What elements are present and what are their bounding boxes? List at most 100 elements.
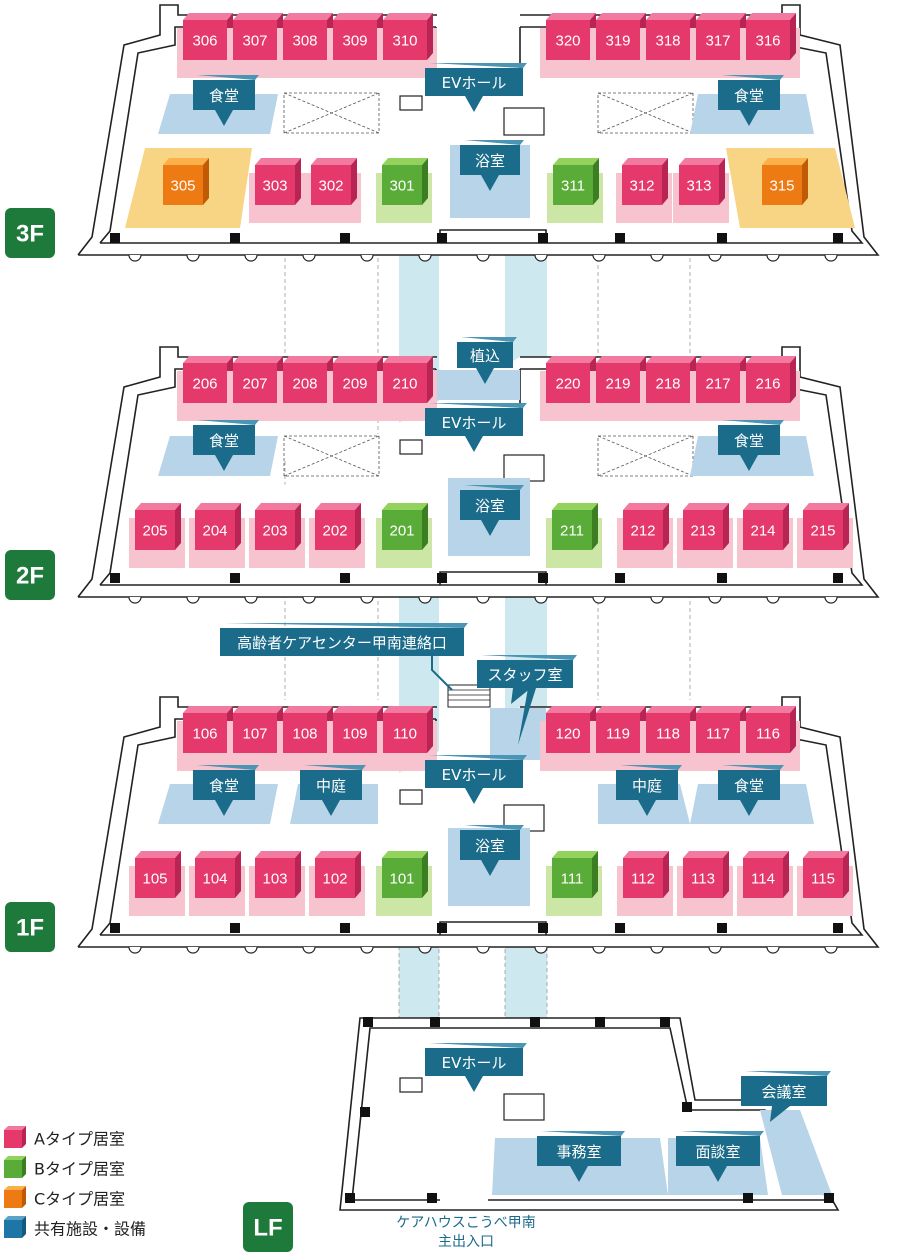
tag-top [461, 337, 517, 342]
room-top [596, 13, 646, 20]
room-top [163, 158, 209, 165]
room-side [427, 706, 433, 753]
tag-top [304, 765, 366, 770]
tag-planting: 植込 [457, 337, 517, 384]
column [360, 1107, 370, 1117]
tag-top [429, 1043, 527, 1048]
room-number: 309 [342, 33, 367, 50]
room-block [195, 510, 235, 550]
room-top [283, 356, 333, 363]
wall-scallop [766, 596, 780, 604]
legend-label: Cタイプ居室 [34, 1190, 125, 1209]
room-top [803, 503, 849, 510]
tag-label: 会議室 [761, 1083, 806, 1101]
planting-area [434, 370, 520, 400]
room-number: 116 [756, 726, 780, 743]
room-top [746, 356, 796, 363]
room-block [233, 363, 277, 403]
room-number: 210 [392, 376, 417, 393]
room-side [295, 158, 301, 205]
room-top [233, 706, 283, 713]
room-number: 320 [555, 33, 580, 50]
wall-scallop [534, 254, 548, 262]
column [437, 923, 447, 933]
tag-ev-hall: EVホール [425, 63, 527, 112]
room-number: 108 [292, 726, 317, 743]
tag-label: 浴室 [475, 152, 505, 170]
room-number: 317 [705, 33, 730, 50]
tag-label: 高齢者ケアセンター甲南連絡口 [237, 634, 447, 652]
column [538, 923, 548, 933]
tag-box [193, 80, 255, 110]
room-number: 115 [811, 871, 835, 888]
room-number: 202 [322, 523, 347, 540]
room-number: 217 [705, 376, 730, 393]
room-block [183, 363, 227, 403]
tag-label: 食堂 [734, 777, 764, 795]
wall-scallop [824, 946, 838, 954]
room-side [790, 706, 796, 753]
room-side [723, 503, 729, 550]
room-top [623, 851, 669, 858]
room-top [696, 13, 746, 20]
room-block [646, 20, 690, 60]
wall-scallop [186, 254, 200, 262]
room-number: 117 [706, 726, 730, 743]
legend-swatch-side [22, 1216, 26, 1238]
room-block [283, 363, 327, 403]
tag-box [425, 760, 523, 788]
legend-swatch-side [22, 1156, 26, 1178]
tag-box [460, 145, 520, 175]
tag-box [718, 425, 780, 455]
room-number: 113 [691, 871, 715, 888]
tag-pointer [215, 800, 233, 816]
room-side [663, 503, 669, 550]
room-block [283, 713, 327, 753]
room-top [382, 158, 428, 165]
tag-box [676, 1136, 760, 1166]
room-block [646, 363, 690, 403]
tag-top [745, 1071, 831, 1076]
room-number: 207 [242, 376, 267, 393]
column [743, 1193, 753, 1203]
void-line [283, 435, 380, 477]
wall-scallop [360, 254, 374, 262]
wall-scallop [418, 596, 432, 604]
wall-scallop [476, 596, 490, 604]
tag-dining: 食堂 [718, 765, 784, 816]
column [717, 233, 727, 243]
room-number: 220 [555, 376, 580, 393]
room-number: 206 [192, 376, 217, 393]
room-side [427, 356, 433, 403]
badge-label: 2F [16, 563, 44, 590]
room-block [743, 858, 783, 898]
room-side [790, 13, 796, 60]
room-block [382, 858, 422, 898]
room-top [546, 13, 596, 20]
room-number: 110 [393, 726, 417, 743]
room-number: 208 [292, 376, 317, 393]
wall-scallop [708, 254, 722, 262]
column [427, 1193, 437, 1203]
tag-staff-room: スタッフ室 [477, 655, 577, 704]
wall-scallop [128, 596, 142, 604]
room-number: 201 [389, 523, 414, 540]
legend-swatch-top [4, 1216, 26, 1220]
legend-item: Aタイプ居室 [4, 1126, 125, 1149]
room-number: 315 [769, 178, 794, 195]
tag-label: 浴室 [475, 497, 505, 515]
tag-pointer [476, 368, 494, 384]
room-block [255, 858, 295, 898]
room-number: 106 [192, 726, 217, 743]
wall-scallop [824, 254, 838, 262]
void-box [503, 1093, 545, 1121]
room-side [427, 13, 433, 60]
badge-bg [5, 550, 55, 600]
room-number: 111 [561, 871, 584, 888]
room-top [311, 158, 357, 165]
void-area [283, 92, 380, 134]
column [833, 233, 843, 243]
room-side [355, 503, 361, 550]
tag-dining: 食堂 [718, 75, 784, 126]
room-block [596, 363, 640, 403]
